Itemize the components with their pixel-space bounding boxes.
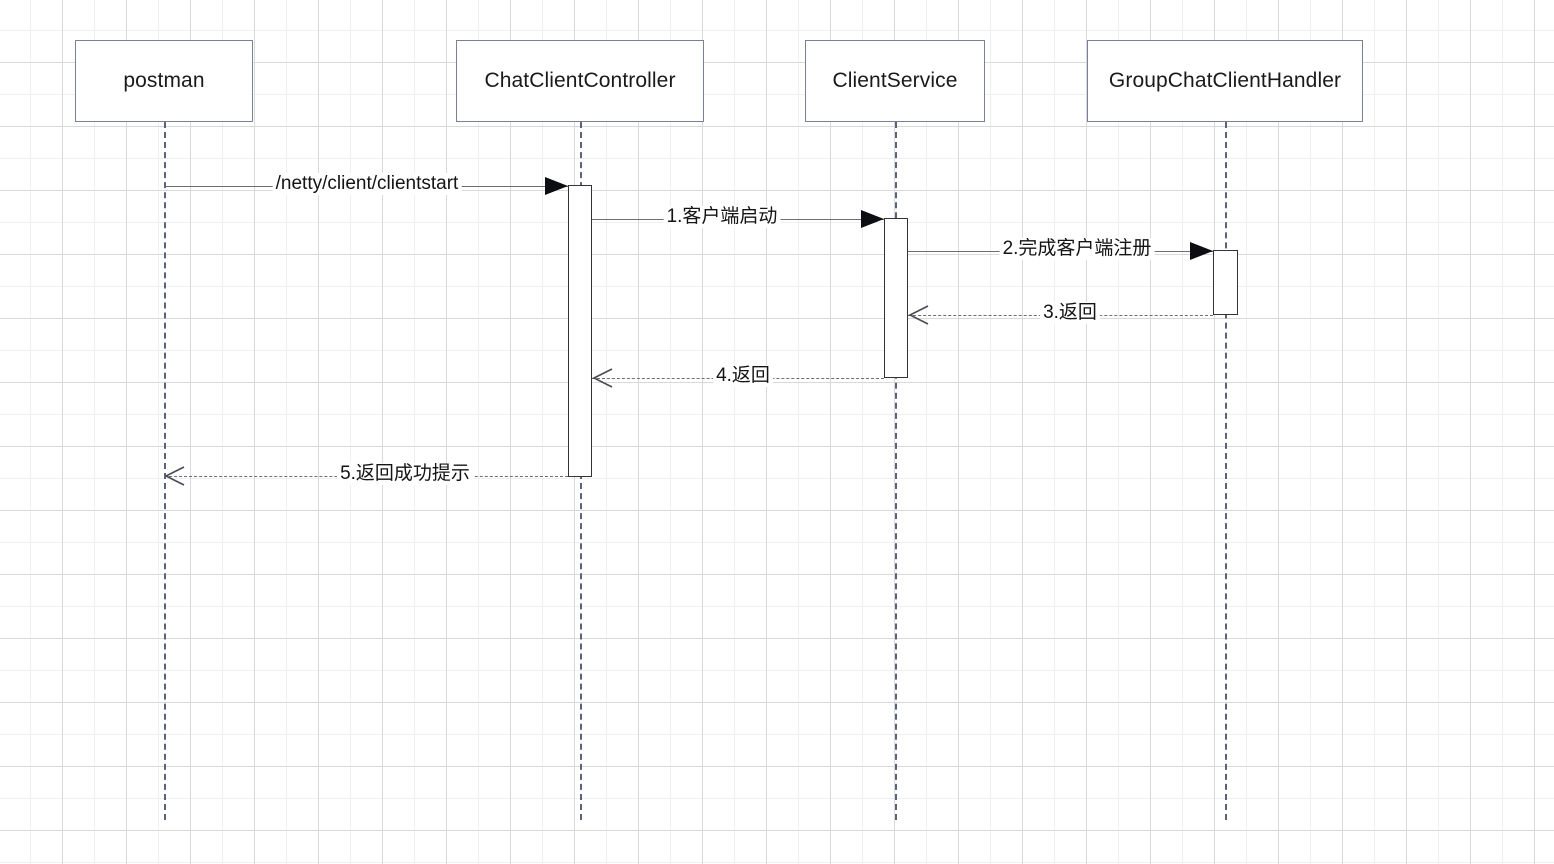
participant-label-chatclientcontroller: ChatClientController: [484, 69, 676, 92]
arrowhead-open-icon: [164, 465, 186, 487]
message-label: 4.返回: [713, 365, 773, 387]
arrowhead-filled-icon: [1190, 242, 1213, 260]
participant-label-groupchatclienthandler: GroupChatClientHandler: [1108, 69, 1342, 92]
participant-groupchatclienthandler[interactable]: GroupChatClientHandler: [1087, 40, 1363, 122]
lifeline-postman: [164, 122, 166, 820]
participant-clientservice[interactable]: ClientService: [805, 40, 985, 122]
lifeline-groupchatclienthandler: [1225, 122, 1227, 820]
message-label: 1.客户端启动: [663, 206, 781, 228]
activation-bar-groupchatclienthandler[interactable]: [1213, 250, 1238, 315]
arrowhead-open-icon: [592, 367, 614, 389]
lifeline-clientservice: [895, 122, 897, 820]
arrowhead-filled-icon: [545, 177, 568, 195]
participant-label-clientservice: ClientService: [832, 69, 958, 92]
message-label: 3.返回: [1040, 302, 1100, 324]
message-label: 5.返回成功提示: [337, 463, 473, 485]
activation-bar-clientservice[interactable]: [884, 218, 908, 378]
participant-label-postman: postman: [123, 69, 205, 92]
participant-chatclientcontroller[interactable]: ChatClientController: [456, 40, 704, 122]
activation-bar-chatclientcontroller[interactable]: [568, 185, 592, 477]
message-label: 2.完成客户端注册: [999, 238, 1155, 260]
arrowhead-filled-icon: [861, 210, 884, 228]
arrowhead-open-icon: [908, 304, 930, 326]
message-label: /netty/client/clientstart: [272, 173, 462, 195]
participant-postman[interactable]: postman: [75, 40, 253, 122]
